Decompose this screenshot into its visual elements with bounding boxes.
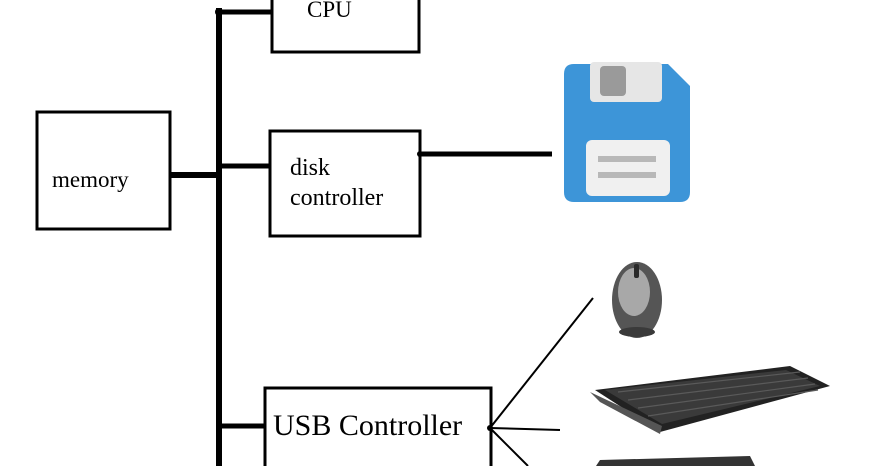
bus-junction-dot <box>215 8 223 16</box>
device-icon <box>596 456 755 466</box>
cpu-label: CPU <box>307 0 352 22</box>
usb-controller-label: USB Controller <box>273 409 463 442</box>
usb-controller-box <box>263 386 493 466</box>
usb-extra-link <box>489 427 529 466</box>
floppy-disk-icon <box>564 62 690 202</box>
memory-box <box>35 110 172 231</box>
disk-link-dot <box>417 151 423 157</box>
usb-link-dot <box>487 425 493 431</box>
memory-label: memory <box>52 167 129 192</box>
mouse-icon <box>612 262 662 338</box>
disk-controller-label-line1: disk <box>290 155 331 181</box>
keyboard-icon <box>590 366 830 434</box>
disk-controller-label-line2: controller <box>290 185 384 211</box>
cpu-box <box>270 0 421 54</box>
usb-keyboard-link <box>489 427 561 431</box>
disk-controller-box <box>268 129 422 238</box>
usb-mouse-link <box>489 297 594 429</box>
